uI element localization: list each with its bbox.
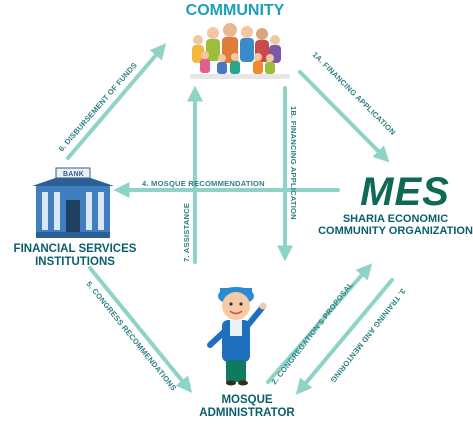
mosque-administrator-title: MOSQUE ADMINISTRATOR [188,394,306,419]
mes-title-line1: SHARIA ECONOMIC [342,213,449,225]
financial-services-title-line1: FINANCIAL SERVICES [13,243,137,255]
label-6: 6. DISBURSEMENT OF FUNDS [57,61,139,154]
mosque-administrator-icon [207,287,267,386]
arrow-6 [66,43,167,160]
bank-building-icon: BANK [32,167,114,238]
label-1b: 1B. FINANCING APPLICATION [289,106,298,220]
bank-sign-text: BANK [63,171,84,178]
financial-services-title: FINANCIAL SERVICES INSTITUTIONS [2,243,148,268]
mosque-title-line1: MOSQUE [221,394,273,406]
community-crowd-icon [190,23,290,79]
mes-title: SHARIA ECONOMIC COMMUNITY ORGANIZATION [318,213,473,237]
mes-title-line2: COMMUNITY ORGANIZATION [318,225,473,238]
financial-services-title-line2: INSTITUTIONS [35,255,115,268]
mes-logo: MES [360,170,450,214]
label-4: 4. MOSQUE RECOMMENDATION [142,179,265,188]
arrow-1a [298,70,390,163]
arrow-5 [88,266,193,393]
mosque-title-line2: ADMINISTRATOR [199,406,295,419]
community-title: COMMUNITY [185,2,285,19]
arrow-3 [295,278,394,395]
label-5: 5. CONGRESS RECOMMENDATIONS [84,280,178,393]
arrow-2 [266,263,373,384]
label-7: 7. ASSISTANCE [182,203,191,262]
